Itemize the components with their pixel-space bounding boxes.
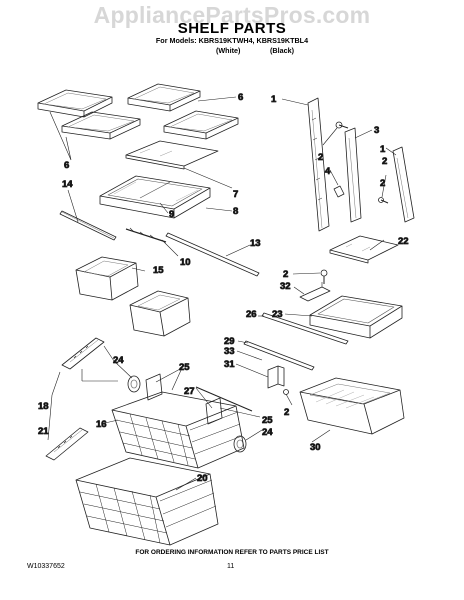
document-number: W10337652 bbox=[27, 563, 65, 570]
rail-cover-21 bbox=[45, 427, 89, 461]
crisper-cover-8 bbox=[99, 175, 211, 219]
rail-1-right bbox=[392, 146, 415, 223]
screw-2b bbox=[378, 197, 389, 204]
glass-shelf-22 bbox=[329, 235, 399, 264]
callout-2: 2 bbox=[380, 178, 385, 189]
bracket-25a bbox=[145, 373, 163, 401]
callout-31: 31 bbox=[224, 359, 235, 370]
callout-6: 6 bbox=[238, 92, 243, 103]
callout-16: 16 bbox=[96, 419, 107, 430]
shelf-frame-d bbox=[163, 110, 239, 140]
ordering-note: FOR ORDERING INFORMATION REFER TO PARTS … bbox=[135, 549, 329, 556]
screw-2c bbox=[283, 389, 289, 395]
wire-basket-20 bbox=[75, 457, 219, 546]
shelf-frame-c bbox=[127, 83, 201, 112]
rail-1-left bbox=[307, 97, 330, 232]
page-number: 11 bbox=[227, 563, 235, 570]
callout-15: 15 bbox=[153, 265, 164, 276]
crisper-drawer-15a bbox=[75, 256, 139, 301]
clip-4 bbox=[333, 185, 345, 198]
callout-29: 29 bbox=[224, 336, 235, 347]
wire-basket-16 bbox=[111, 391, 245, 469]
leader-lines bbox=[47, 96, 397, 491]
shelf-frames-6 bbox=[37, 83, 239, 140]
callout-23: 23 bbox=[272, 309, 283, 320]
callout-14: 14 bbox=[62, 179, 73, 190]
callout-25: 25 bbox=[179, 362, 190, 373]
crisper-drawer-15b bbox=[129, 290, 191, 337]
callout-27: 27 bbox=[184, 386, 195, 397]
callout-2: 2 bbox=[318, 152, 323, 163]
callout-labels: 1 2 3 2 4 1 2 6 6 7 8 9 14 10 13 22 15 2… bbox=[38, 92, 409, 485]
wheel-24a bbox=[127, 375, 141, 393]
shelf-frame-23 bbox=[309, 295, 403, 339]
callout-7: 7 bbox=[233, 189, 238, 200]
models-line: For Models: KBRS19KTWH4, KBRS19KTBL4 bbox=[155, 36, 309, 45]
tray-30 bbox=[299, 377, 405, 435]
trim-29 bbox=[243, 340, 315, 371]
callout-33: 33 bbox=[224, 346, 235, 357]
callout-25: 25 bbox=[262, 415, 273, 426]
callout-18: 18 bbox=[38, 401, 49, 412]
rod-10 bbox=[125, 227, 167, 243]
page-title: SHELF PARTS bbox=[177, 20, 287, 37]
callout-30: 30 bbox=[310, 442, 321, 453]
callout-1: 1 bbox=[271, 94, 277, 105]
callout-2: 2 bbox=[283, 269, 288, 280]
screw-2a bbox=[335, 121, 349, 129]
trim-26 bbox=[261, 312, 349, 345]
callout-2: 2 bbox=[284, 407, 289, 418]
shelf-frame-b bbox=[61, 111, 141, 140]
callout-6: 6 bbox=[64, 160, 69, 171]
callout-26: 26 bbox=[246, 309, 257, 320]
color-white: (White) bbox=[216, 46, 241, 55]
callout-4: 4 bbox=[325, 166, 331, 177]
callout-3: 3 bbox=[374, 125, 379, 136]
callout-2: 2 bbox=[382, 156, 387, 167]
callout-10: 10 bbox=[180, 257, 191, 268]
trim-13 bbox=[165, 232, 260, 277]
callout-9: 9 bbox=[169, 209, 174, 220]
bracket-31 bbox=[267, 365, 285, 389]
callout-20: 20 bbox=[197, 473, 208, 484]
glass-shelf-7 bbox=[125, 140, 219, 170]
watermark: AppliancePartsPros.com bbox=[93, 2, 371, 28]
callout-32: 32 bbox=[280, 281, 291, 292]
callout-8: 8 bbox=[233, 206, 238, 217]
callout-22: 22 bbox=[398, 236, 409, 247]
bracket-32 bbox=[299, 269, 331, 302]
color-black: (Black) bbox=[270, 46, 294, 55]
rail-3 bbox=[344, 127, 362, 223]
callout-13: 13 bbox=[250, 238, 261, 249]
rod-27 bbox=[195, 386, 253, 412]
rail-cover-18 bbox=[61, 337, 105, 370]
divider-14 bbox=[59, 210, 117, 241]
callout-1: 1 bbox=[380, 144, 386, 155]
callout-21: 21 bbox=[38, 426, 49, 437]
callout-24: 24 bbox=[262, 427, 273, 438]
callout-24: 24 bbox=[113, 355, 124, 366]
